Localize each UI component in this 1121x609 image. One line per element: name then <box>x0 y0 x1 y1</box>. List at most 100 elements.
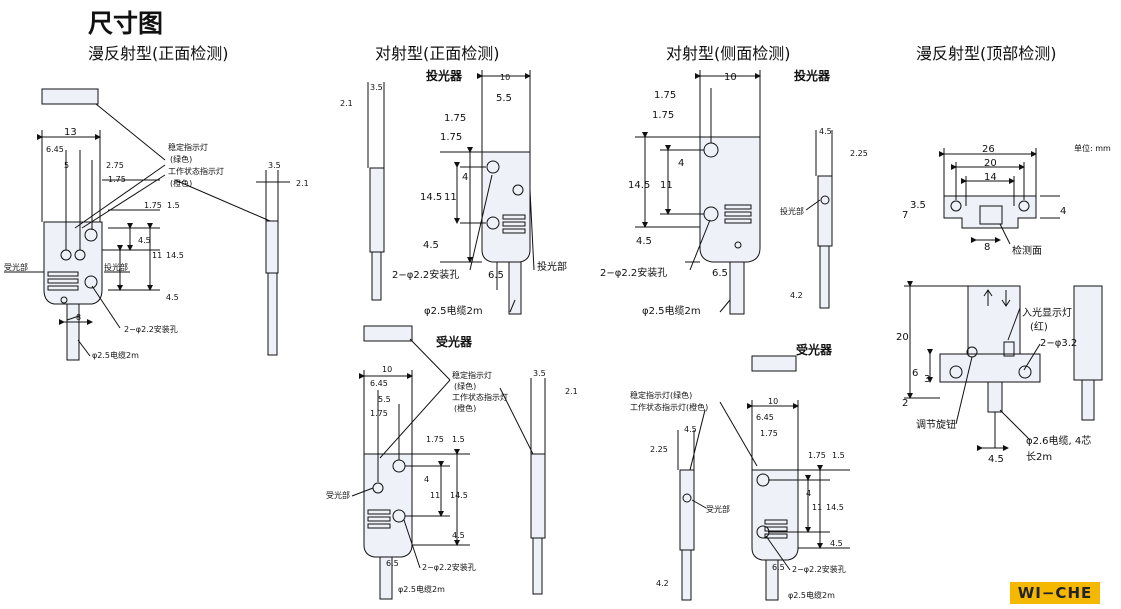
label-emitter-part: 投光部 <box>104 262 128 272</box>
dim-1-75-sr: 1.75 <box>760 429 778 438</box>
dim-6-5-s: 6.5 <box>712 268 728 279</box>
label-mount-holes-sr: 2−φ2.2安装孔 <box>792 564 846 574</box>
receiver-body <box>363 453 413 558</box>
label-cable-s: φ2.5电缆2m <box>642 304 701 317</box>
label-stable-led-s: 稳定指示灯(绿色) <box>630 390 692 400</box>
dim-6-5-r: 6.5 <box>386 559 399 568</box>
label-receiver-s: 受光器 <box>796 342 833 357</box>
side-emitter-body <box>699 136 761 263</box>
label-green: (绿色) <box>170 154 192 164</box>
diffuse-top-labels: 26 20 14 单位: mm 3.5 7 4 8 检测面 20 6 3 2 入… <box>896 143 1111 465</box>
dim-3-5-t: 3.5 <box>910 200 926 211</box>
drawing-diffuse-top <box>904 148 1103 451</box>
label-receiver: 受光器 <box>436 334 473 349</box>
dim-5-5-e: 5.5 <box>496 93 512 104</box>
label-cable: φ2.5电缆2m <box>92 350 139 360</box>
section-title-thrubeam-front: 对射型(正面检测) <box>375 44 500 63</box>
dim-4-5-t: 4.5 <box>988 454 1004 465</box>
dim-4-2-sr: 4.2 <box>656 579 669 588</box>
label-green-r: (绿色) <box>454 381 476 391</box>
dim-8: 8 <box>76 313 81 322</box>
label-emitter: 投光器 <box>426 68 463 83</box>
section-title-diffuse-front: 漫反射型(正面检测) <box>88 44 229 63</box>
dim-2: 2 <box>902 398 908 409</box>
label-cable-e: φ2.5电缆2m <box>424 304 483 317</box>
dim-14-5-e: 14.5 <box>420 192 442 203</box>
dim-6-5-sr: 6.5 <box>772 563 785 572</box>
brand-logo: WI−CHE <box>1010 582 1100 604</box>
dim-1-5-sr: 1.5 <box>832 451 845 460</box>
label-stable-led-r: 稳定指示灯 <box>452 370 492 380</box>
dim-3: 3 <box>924 374 930 385</box>
dim-2-25-sr: 2.25 <box>650 445 668 454</box>
dim-14-5-r: 14.5 <box>450 491 468 500</box>
side-view-cable <box>267 272 278 356</box>
dim-14: 14 <box>984 172 997 183</box>
label-mount-holes: 2−φ2.2安装孔 <box>124 324 178 334</box>
dim-4-5-srs: 4.5 <box>684 425 697 434</box>
dim-4-5-s: 4.5 <box>636 236 652 247</box>
dim-2-1: 2.1 <box>296 179 309 188</box>
label-emitter-part-s: 投光部 <box>780 206 804 216</box>
dim-7: 7 <box>902 210 908 221</box>
side-view-body <box>265 220 279 274</box>
dim-13: 13 <box>64 127 77 138</box>
dim-20-f: 20 <box>896 332 909 343</box>
cable-front <box>66 303 80 361</box>
dim-6-45-r: 6.45 <box>370 379 388 388</box>
dim-4-sr: 4 <box>806 489 811 498</box>
label-cable-2-6: φ2.6电缆, 4芯 <box>1026 434 1091 447</box>
dim-3-5-r: 3.5 <box>533 369 546 378</box>
dim-4-5-ss: 4.5 <box>819 127 832 136</box>
label-stable-led: 稳定指示灯 <box>168 142 208 152</box>
thrubeam-side-labels: 10 投光器 1.75 1.75 4 14.5 11 4.5 2−φ2.2安装孔… <box>600 68 868 600</box>
dim-1-75-sr2: 1.75 <box>808 451 826 460</box>
dim-2-75: 2.75 <box>106 161 124 170</box>
label-mount-holes-s: 2−φ2.2安装孔 <box>600 266 667 279</box>
dim-2-1-r: 2.1 <box>565 387 578 396</box>
label-cable-sr: φ2.5电缆2m <box>788 590 835 600</box>
slot-1 <box>47 271 79 277</box>
dim-4-2-s: 4.2 <box>790 291 803 300</box>
dim-10-e: 10 <box>500 73 510 82</box>
label-orange-r: (橙色) <box>454 403 476 413</box>
dim-2-25-s: 2.25 <box>850 149 868 158</box>
top-view-body <box>41 88 99 105</box>
dim-6: 6 <box>912 368 918 379</box>
label-orange: (橙色) <box>170 178 192 188</box>
label-adjust-knob: 调节旋钮 <box>916 418 956 431</box>
dim-2-1-e: 2.1 <box>340 99 353 108</box>
dim-6-45: 6.45 <box>46 145 64 154</box>
dim-10-sr: 10 <box>768 397 778 406</box>
dim-14-5-sr: 14.5 <box>826 503 844 512</box>
dim-1-75-r: 1.75 <box>370 409 388 418</box>
dim-8-t: 8 <box>984 242 990 253</box>
drawing-thrubeam-side <box>635 70 850 601</box>
dim-11-s: 11 <box>660 180 673 191</box>
dim-4-5b: 4.5 <box>166 293 179 302</box>
dim-1-75-s: 1.75 <box>654 90 676 101</box>
dim-4-5-r: 4.5 <box>452 531 465 540</box>
dim-4-e: 4 <box>462 172 468 183</box>
dim-6-45-sr: 6.45 <box>756 413 774 422</box>
dim-4-5-e: 4.5 <box>423 240 439 251</box>
dim-1-75: 1.75 <box>108 175 126 184</box>
dim-10-s: 10 <box>724 72 737 83</box>
dim-26: 26 <box>982 144 995 155</box>
dim-5: 5 <box>64 161 69 170</box>
label-emitter-s: 投光器 <box>794 68 831 83</box>
dim-1-75-e: 1.75 <box>444 113 466 124</box>
dim-4-t: 4 <box>1060 206 1066 217</box>
dim-1-5: 1.5 <box>167 201 180 210</box>
dim-14-5: 14.5 <box>166 251 184 260</box>
label-emitter-part-e: 投光部 <box>537 260 567 273</box>
dim-20: 20 <box>984 158 997 169</box>
drawing-diffuse-front <box>4 88 290 361</box>
label-holes-3-2: 2−φ3.2 <box>1040 338 1077 349</box>
label-light-in-led: 入光显示灯 <box>1022 306 1072 319</box>
dim-6-5-e: 6.5 <box>488 270 504 281</box>
dim-4-5-sr: 4.5 <box>830 539 843 548</box>
dim-10-r: 10 <box>382 365 392 374</box>
label-work-led-s: 工作状态指示灯(橙色) <box>630 402 708 412</box>
label-mount-holes-r: 2−φ2.2安装孔 <box>422 562 476 572</box>
